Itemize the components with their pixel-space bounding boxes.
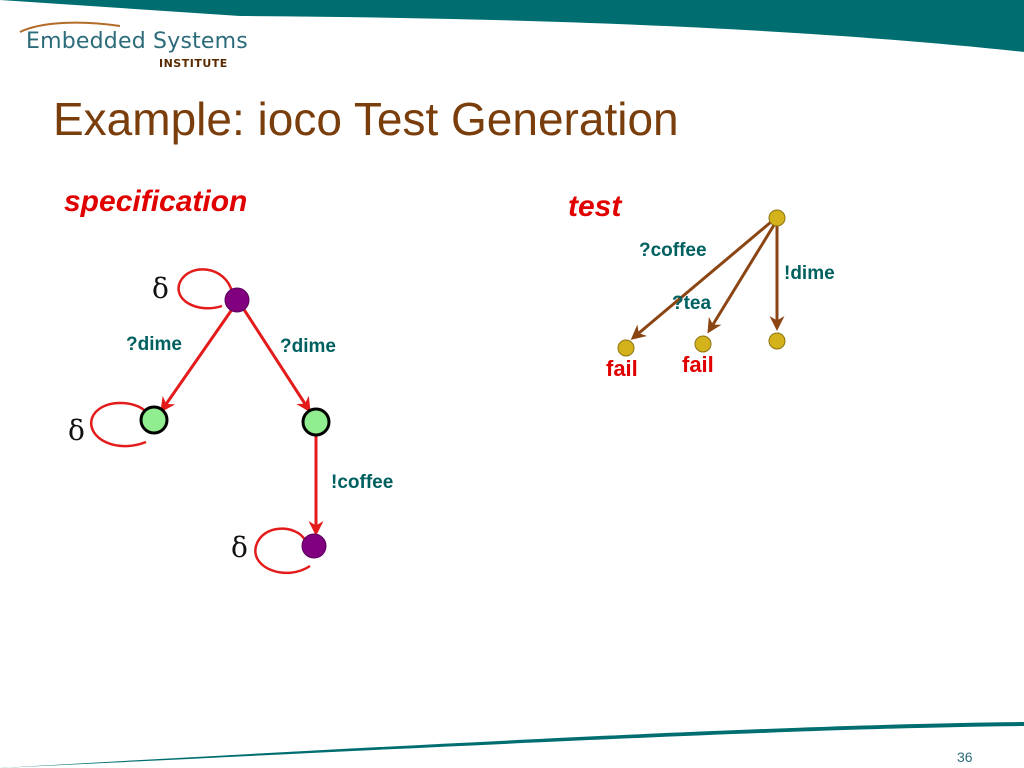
spec-state-s0 [224, 287, 250, 313]
page-number: 36 [957, 749, 973, 765]
test-heading: test [568, 190, 623, 223]
spec-edge-s0-s2: ?dime [241, 307, 336, 413]
logo-text: Embedded Systems [26, 29, 248, 54]
test-verdict-t2: fail [682, 352, 714, 377]
test-edge-t0-t1: ?coffee [630, 220, 772, 340]
spec-self-loop-s3: δ [231, 527, 311, 575]
spec-edge-s0-s2-label: ?dime [280, 336, 336, 357]
specification-heading: specification [64, 185, 247, 218]
spec-self-loop-s1-label: δ [68, 414, 85, 447]
test-edge-t0-t2: ?tea [672, 224, 776, 334]
slide-title: Example: ioco Test Generation [53, 93, 679, 145]
test-edge-t0-t3: !dime [769, 226, 835, 331]
spec-edge-s0-s1: ?dime [126, 307, 235, 413]
spec-state-s2 [301, 407, 331, 437]
spec-self-loop-s1: δ [68, 401, 147, 448]
test-edge-t0-t3-label: !dime [784, 263, 835, 284]
spec-self-loop-s3-label: δ [231, 531, 248, 564]
test-state-t1 [617, 339, 635, 357]
logo-subtext: INSTITUTE [159, 57, 228, 70]
test-state-t3 [768, 332, 786, 350]
spec-self-loop-s0-label: δ [152, 272, 169, 305]
spec-edge-s2-s3-label: !coffee [331, 472, 393, 493]
spec-self-loop-s0: δ [152, 268, 234, 310]
test-edge-t0-t1-label: ?coffee [639, 240, 707, 261]
spec-edge-s0-s1-label: ?dime [126, 334, 182, 355]
test-state-t0 [768, 209, 786, 227]
test-state-t2 [694, 335, 712, 353]
footer-band-inner [0, 726, 1024, 768]
test-edge-t0-t2-label: ?tea [672, 293, 712, 314]
test-verdict-t1: fail [606, 356, 638, 381]
header-logo-swoosh [19, 21, 121, 33]
spec-edge-s2-s3: !coffee [308, 436, 393, 536]
header-band [0, 0, 1024, 52]
spec-state-s1 [139, 405, 169, 435]
spec-state-s3 [301, 533, 327, 559]
